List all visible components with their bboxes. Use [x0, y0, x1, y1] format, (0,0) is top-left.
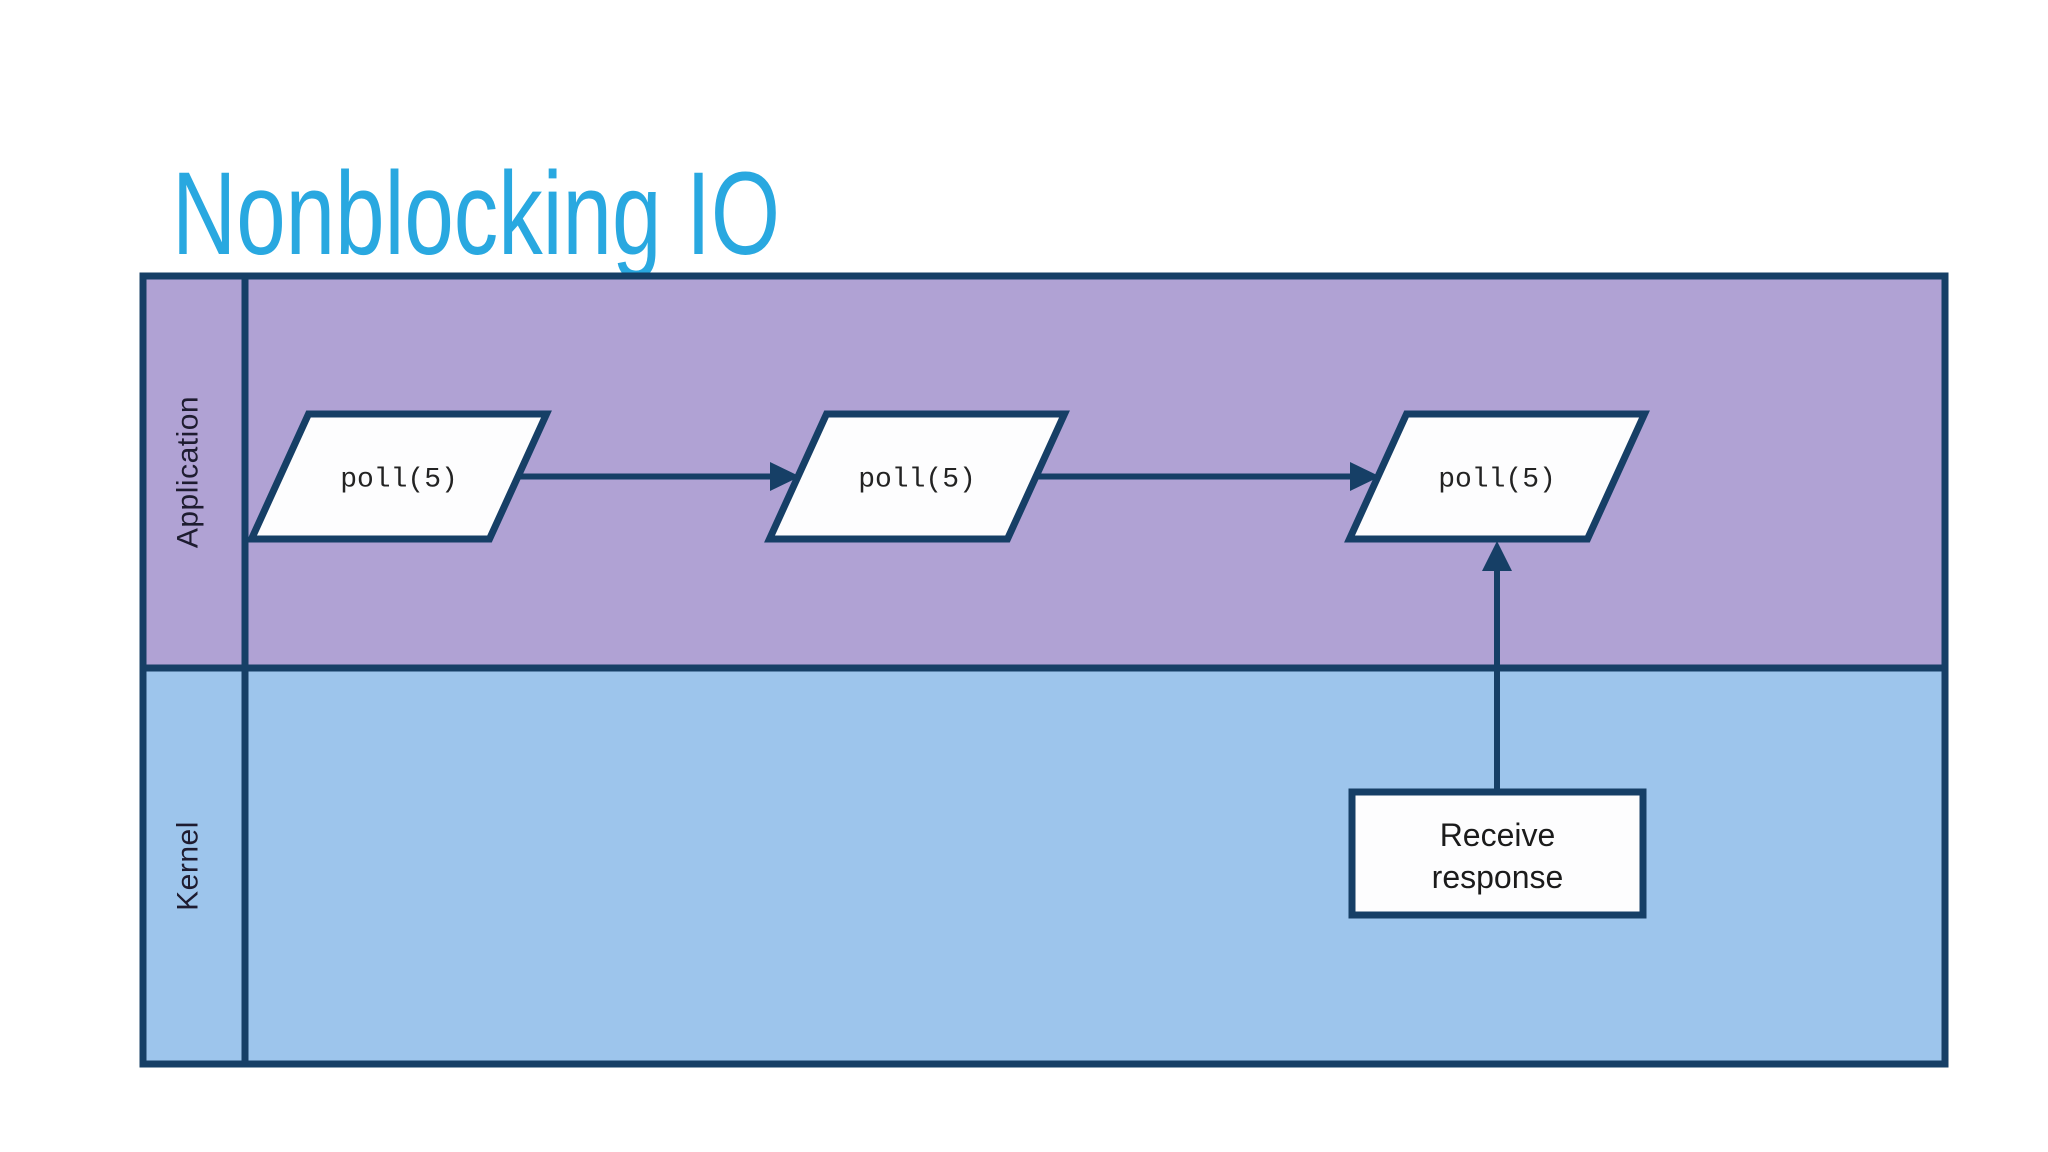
kernel-lane-label: Kernel: [172, 821, 205, 911]
poll-node-1: poll(5): [246, 410, 552, 543]
arrow-poll1-to-poll2: [518, 462, 800, 491]
poll-node-1-label: poll(5): [340, 464, 458, 495]
poll-node-3: poll(5): [1344, 410, 1650, 543]
parallelogram-shape: [246, 410, 552, 543]
poll-node-2-label: poll(5): [858, 464, 976, 495]
kernel-lane-bg: [143, 668, 1945, 1064]
slide-title: Nonblocking IO: [172, 148, 780, 280]
parallelogram-shape: [1344, 410, 1650, 543]
arrowhead-up-icon: [1482, 541, 1512, 571]
rectangle-shape: [1348, 788, 1647, 919]
arrowhead-right-icon: [770, 462, 800, 491]
arrowhead-right-icon: [1350, 462, 1380, 491]
arrow-receive-to-poll3: [1482, 541, 1512, 792]
diagram-frame: [139, 272, 1949, 1068]
receive-response-node: Receive response: [1348, 788, 1647, 919]
application-lane-label: Application: [172, 396, 205, 548]
receive-response-label-line1: Receive: [1440, 817, 1556, 853]
parallelogram-shape: [764, 410, 1070, 543]
poll-node-2: poll(5): [764, 410, 1070, 543]
receive-response-label-line2: response: [1432, 859, 1564, 895]
poll-node-3-label: poll(5): [1438, 464, 1556, 495]
arrow-poll2-to-poll3: [1036, 462, 1380, 491]
